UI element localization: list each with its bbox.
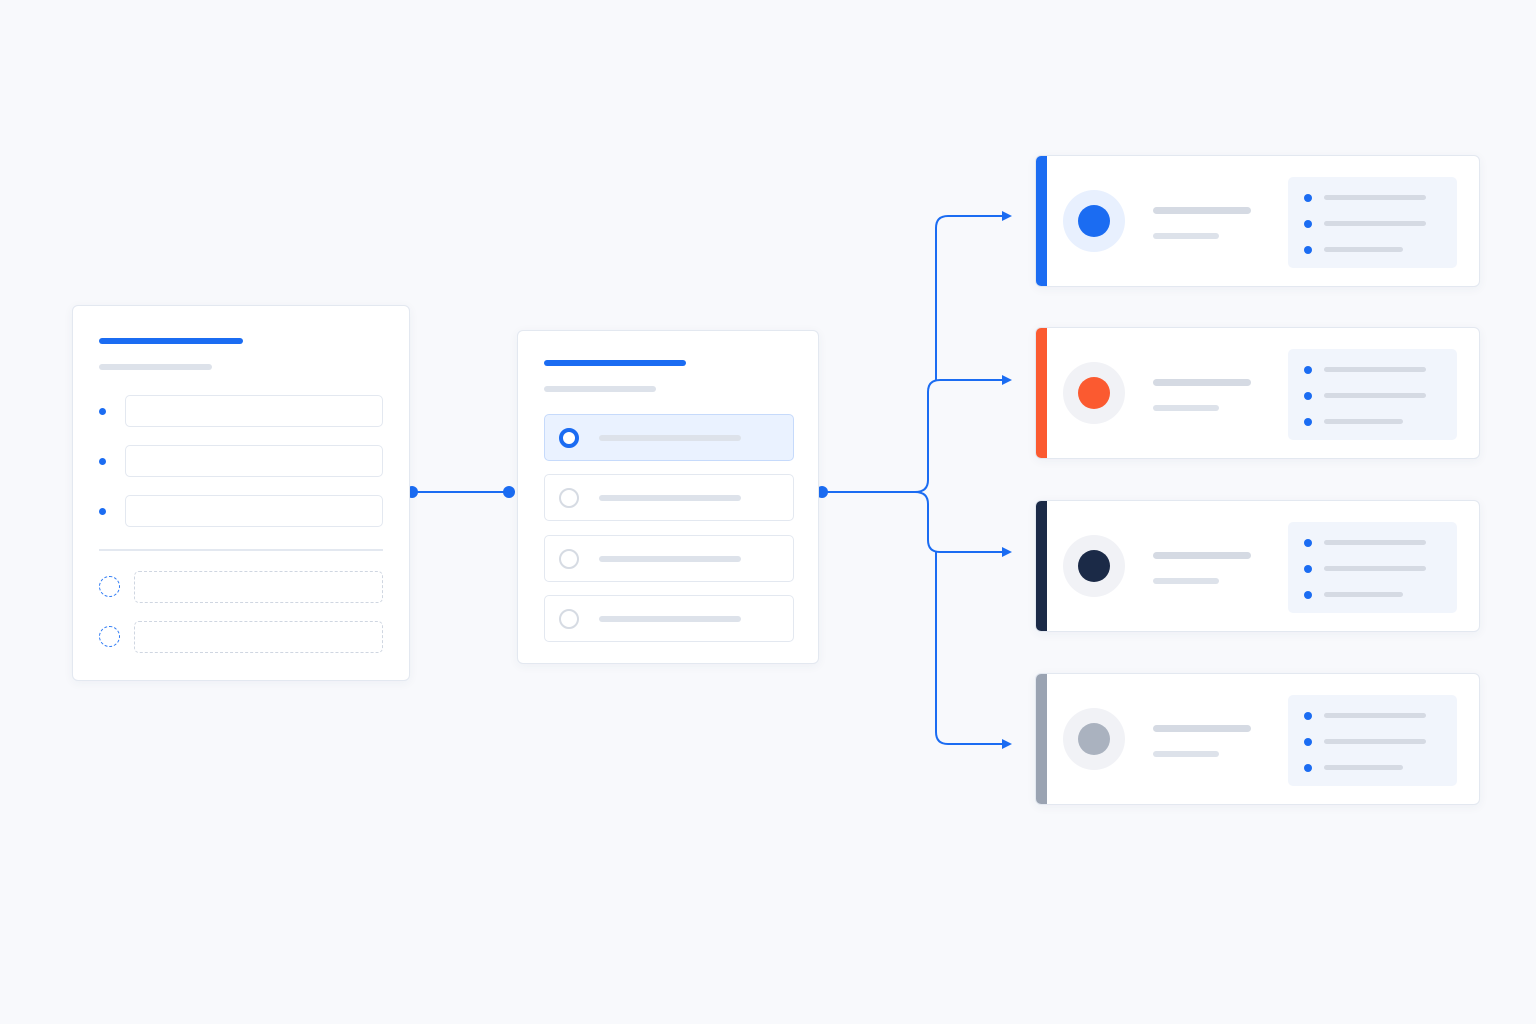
- bullet-icon: [1304, 738, 1312, 746]
- detail-item: [1304, 392, 1426, 400]
- form-subtitle-placeholder: [99, 364, 212, 370]
- detail-panel: [1288, 349, 1457, 440]
- bullet-icon: [1304, 764, 1312, 772]
- radio-icon[interactable]: [559, 549, 579, 569]
- option-label-placeholder: [599, 435, 741, 441]
- accent-bar: [1036, 328, 1047, 458]
- form-row: [99, 395, 385, 429]
- bullet-icon: [99, 408, 106, 415]
- result-subtitle-placeholder: [1153, 233, 1219, 239]
- detail-panel: [1288, 177, 1457, 268]
- option-item[interactable]: [544, 595, 794, 642]
- options-title-placeholder: [544, 360, 686, 366]
- optional-field[interactable]: [134, 571, 383, 603]
- radio-icon[interactable]: [559, 488, 579, 508]
- option-label-placeholder: [599, 495, 741, 501]
- bullet-icon: [1304, 194, 1312, 202]
- status-dot-icon: [1078, 377, 1110, 409]
- detail-item: [1304, 194, 1426, 202]
- result-title-placeholder: [1153, 379, 1251, 386]
- optional-field[interactable]: [134, 621, 383, 653]
- option-label-placeholder: [599, 616, 741, 622]
- detail-item: [1304, 366, 1426, 374]
- bullet-icon: [1304, 539, 1312, 547]
- result-card[interactable]: [1035, 327, 1480, 459]
- option-item[interactable]: [544, 535, 794, 582]
- result-subtitle-placeholder: [1153, 751, 1219, 757]
- detail-item: [1304, 539, 1426, 547]
- form-card: [72, 305, 410, 681]
- option-item[interactable]: [544, 414, 794, 461]
- options-card: [517, 330, 819, 664]
- divider: [99, 549, 383, 551]
- detail-item: [1304, 764, 1424, 772]
- branch-to-result-1: [914, 375, 1012, 493]
- bullet-icon: [1304, 392, 1312, 400]
- detail-item: [1304, 246, 1424, 254]
- detail-item: [1304, 220, 1426, 228]
- result-subtitle-placeholder: [1153, 405, 1219, 411]
- bullet-icon: [1304, 220, 1312, 228]
- detail-panel: [1288, 695, 1457, 786]
- bullet-icon: [1304, 246, 1312, 254]
- bullet-icon: [1304, 565, 1312, 573]
- detail-item: [1304, 591, 1424, 599]
- dashed-circle-icon: [99, 576, 120, 597]
- avatar: [1063, 535, 1125, 597]
- bullet-icon: [1304, 366, 1312, 374]
- accent-bar: [1036, 156, 1047, 286]
- form-row: [99, 495, 385, 529]
- avatar: [1063, 190, 1125, 252]
- branch-to-result-2: [914, 491, 1012, 557]
- optional-row: [99, 621, 385, 655]
- detail-panel: [1288, 522, 1457, 613]
- accent-bar: [1036, 674, 1047, 804]
- option-item[interactable]: [544, 474, 794, 521]
- bullet-icon: [1304, 591, 1312, 599]
- options-subtitle-placeholder: [544, 386, 656, 392]
- avatar: [1063, 708, 1125, 770]
- detail-item: [1304, 712, 1426, 720]
- branch-to-result-0: [935, 211, 1012, 380]
- bullet-icon: [99, 508, 106, 515]
- branch-to-result-3: [935, 552, 1012, 749]
- option-label-placeholder: [599, 556, 741, 562]
- accent-bar: [1036, 501, 1047, 631]
- result-title-placeholder: [1153, 725, 1251, 732]
- result-title-placeholder: [1153, 207, 1251, 214]
- bullet-icon: [1304, 418, 1312, 426]
- text-field[interactable]: [125, 445, 383, 477]
- status-dot-icon: [1078, 205, 1110, 237]
- detail-item: [1304, 418, 1424, 426]
- status-dot-icon: [1078, 550, 1110, 582]
- result-card[interactable]: [1035, 673, 1480, 805]
- text-field[interactable]: [125, 395, 383, 427]
- form-title-placeholder: [99, 338, 243, 344]
- result-card[interactable]: [1035, 155, 1480, 287]
- result-title-placeholder: [1153, 552, 1251, 559]
- connector-end-node: [503, 486, 515, 498]
- bullet-icon: [99, 458, 106, 465]
- radio-selected-icon[interactable]: [559, 428, 579, 448]
- result-subtitle-placeholder: [1153, 578, 1219, 584]
- detail-item: [1304, 565, 1426, 573]
- status-dot-icon: [1078, 723, 1110, 755]
- text-field[interactable]: [125, 495, 383, 527]
- optional-row: [99, 571, 385, 605]
- result-card[interactable]: [1035, 500, 1480, 632]
- radio-icon[interactable]: [559, 609, 579, 629]
- bullet-icon: [1304, 712, 1312, 720]
- avatar: [1063, 362, 1125, 424]
- detail-item: [1304, 738, 1426, 746]
- dashed-circle-icon: [99, 626, 120, 647]
- form-row: [99, 445, 385, 479]
